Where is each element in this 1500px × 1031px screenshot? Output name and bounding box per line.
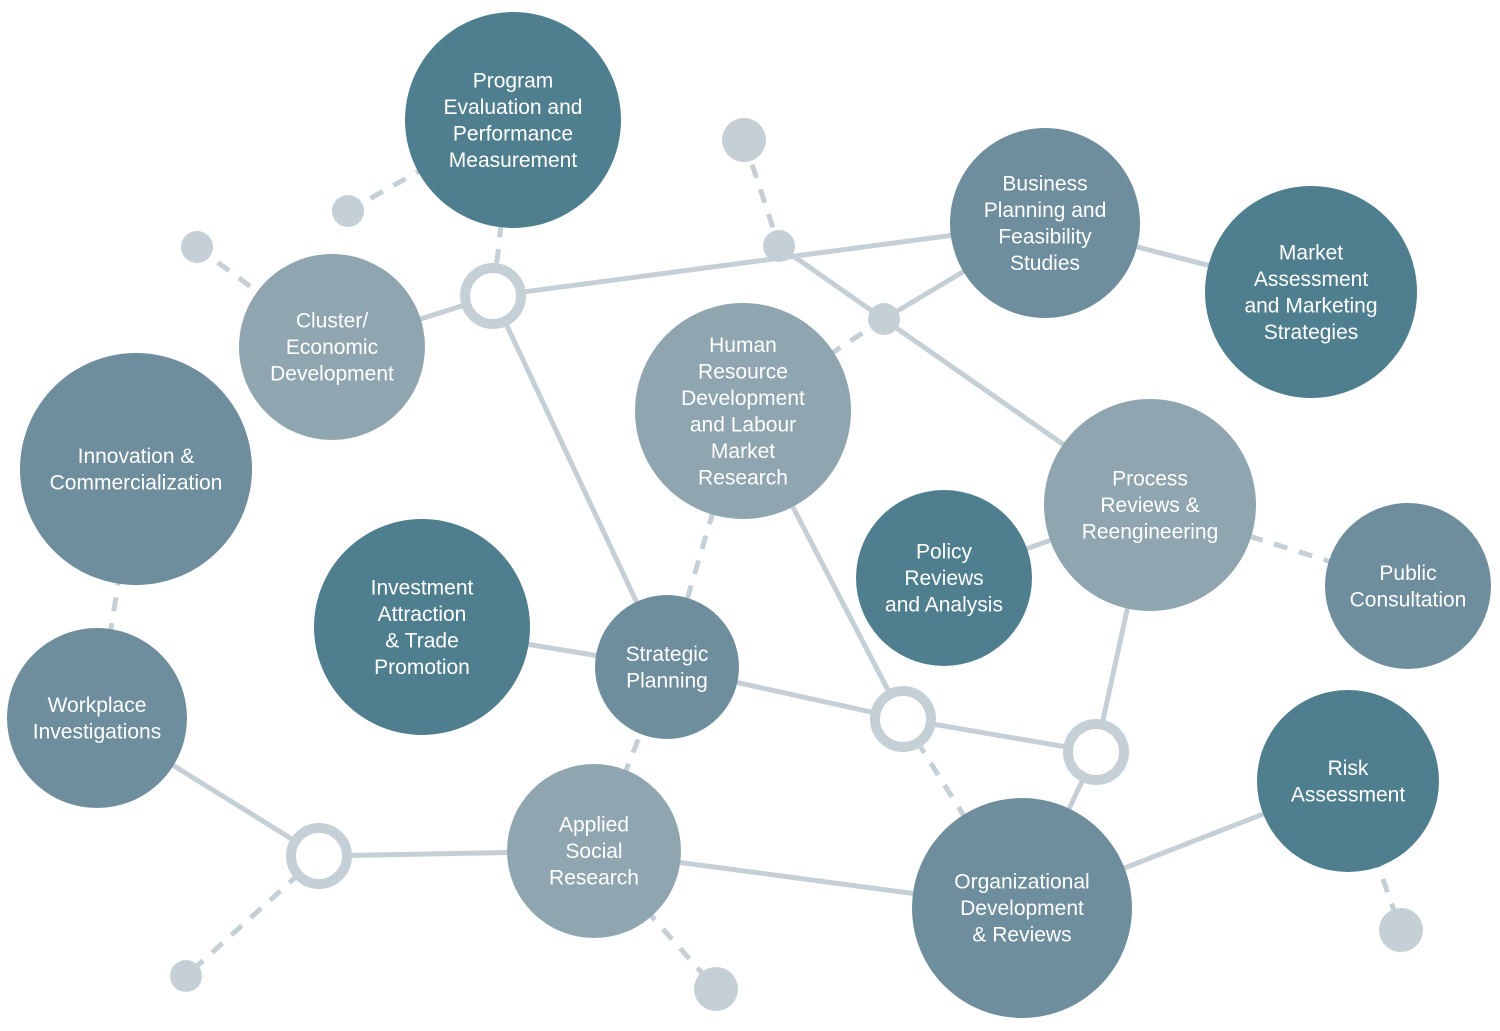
node-label-line: Social (565, 840, 622, 863)
node-label-line: Commercialization (50, 471, 223, 494)
node-label-line: Human (709, 334, 777, 357)
node-label-line: Cluster/ (296, 310, 369, 333)
node-label-line: Reviews (904, 567, 983, 590)
hub-ring (870, 686, 936, 752)
node-label-line: Resource (698, 360, 788, 383)
node-circle (912, 798, 1132, 1018)
node-label-line: Investment (371, 576, 474, 599)
node-label-line: Economic (286, 336, 378, 359)
junction-dot (1379, 908, 1423, 952)
node-label-line: and Marketing (1244, 294, 1377, 317)
node-label-line: Applied (559, 814, 629, 837)
node-label-line: Risk (1328, 757, 1369, 780)
node-label-line: Development (270, 363, 394, 386)
node-label-line: Innovation & (78, 445, 195, 468)
node-label-line: Market (711, 440, 775, 463)
node-circle (1257, 690, 1439, 872)
node-label-line: Feasibility (998, 225, 1092, 248)
dashed-connector-line (346, 162, 432, 214)
dashed-connector-line (664, 410, 746, 668)
junction-dot (170, 960, 202, 992)
node-circle (20, 353, 252, 585)
node-label-line: Measurement (449, 149, 578, 172)
dashed-connector-line (741, 139, 782, 247)
node-label-line: Business (1002, 172, 1087, 195)
node-label-line: Studies (1010, 252, 1080, 275)
junction-dot (181, 231, 213, 263)
node-label-line: Workplace (48, 694, 147, 717)
node-label-line: Research (698, 466, 788, 489)
node-circle (7, 628, 187, 808)
node-label-line: Planning (626, 669, 708, 692)
node-label-line: Reviews & (1100, 494, 1199, 517)
node-label-line: and Labour (690, 413, 796, 436)
node-label-line: and Analysis (885, 594, 1003, 617)
node-circle (1205, 186, 1417, 398)
junction-dot (722, 118, 766, 162)
node-circle (405, 12, 621, 228)
node-circle (595, 595, 739, 739)
node-label-line: Assessment (1254, 268, 1369, 291)
node-label-line: Investigations (33, 720, 161, 743)
dashed-connector-line (1149, 502, 1409, 589)
junction-dot (332, 195, 364, 227)
node-label-line: Strategic (626, 643, 709, 666)
connector-dots (170, 118, 1423, 1011)
node-circle (856, 490, 1032, 666)
node-label-line: Assessment (1291, 783, 1406, 806)
node-label-line: Research (549, 867, 639, 890)
node-label-line: Performance (453, 122, 573, 145)
node-label-line: Consultation (1350, 588, 1467, 611)
node-label-line: Program (473, 69, 554, 92)
node-label-line: Strategies (1264, 321, 1359, 344)
hub-ring (460, 263, 526, 329)
node-circle (239, 254, 425, 440)
node-label-line: Promotion (374, 656, 470, 679)
node-label-line: Policy (916, 541, 973, 564)
node-innovation: Innovation & Commercialization (20, 353, 252, 585)
node-label-line: Planning and (984, 199, 1107, 222)
junction-dot (763, 230, 795, 262)
node-circle (1044, 399, 1256, 611)
node-label-line: & Trade (385, 629, 459, 652)
node-label-line: Attraction (378, 603, 467, 626)
node-label-line: Reengineering (1082, 521, 1219, 544)
node-label-line: Evaluation and (444, 96, 583, 119)
node-label-line: Organizational (954, 871, 1089, 894)
node-circle (314, 519, 530, 735)
node-circle (635, 303, 851, 519)
node-label-line: Development (681, 387, 805, 410)
node-circle (950, 128, 1140, 318)
node-label-line: Process (1112, 468, 1188, 491)
hub-ring (1063, 719, 1129, 785)
node-label-line: Development (960, 897, 1084, 920)
node-circle (1325, 503, 1491, 669)
node-circle (507, 764, 681, 938)
junction-dot (694, 967, 738, 1011)
node-label-line: & Reviews (972, 924, 1071, 947)
node-label-line: Market (1279, 241, 1343, 264)
hub-ring (286, 823, 352, 889)
node-label-line: Public (1379, 562, 1436, 585)
junction-dot (868, 303, 900, 335)
